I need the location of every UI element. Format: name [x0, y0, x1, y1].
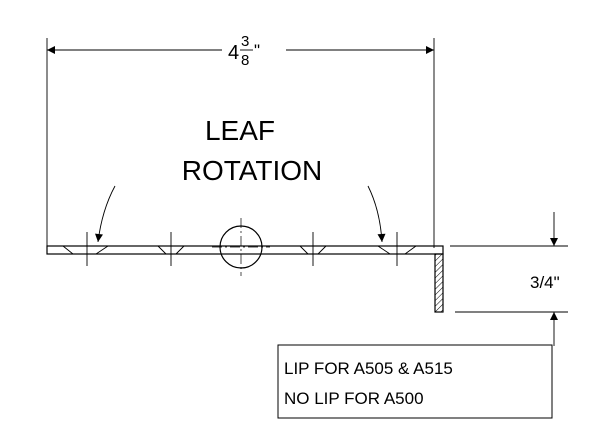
note-line2: NO LIP FOR A500	[284, 389, 424, 408]
width-inch-mark: "	[254, 41, 260, 60]
countersunk-holes	[62, 232, 417, 266]
width-dimension: 4 3 8 "	[46, 33, 435, 248]
right-rotation-arrow	[367, 185, 386, 243]
leaf-rotation-line2: ROTATION	[182, 155, 323, 186]
lip-height-dimension: 3/4"	[450, 212, 568, 346]
leaf-rotation-label: LEAF ROTATION	[182, 115, 323, 186]
left-rotation-arrow	[95, 185, 116, 243]
width-whole: 4	[228, 42, 239, 64]
note-line1: LIP FOR A505 & A515	[284, 359, 453, 378]
hinge-leaf	[46, 218, 444, 276]
lip-height-label: 3/4"	[530, 273, 560, 292]
lip-note-box: LIP FOR A505 & A515 NO LIP FOR A500	[277, 344, 553, 419]
lip-section-hatched	[434, 253, 444, 313]
width-frac-numerator: 3	[241, 33, 249, 50]
leaf-rotation-line1: LEAF	[205, 115, 275, 146]
width-frac-denominator: 8	[241, 52, 249, 69]
